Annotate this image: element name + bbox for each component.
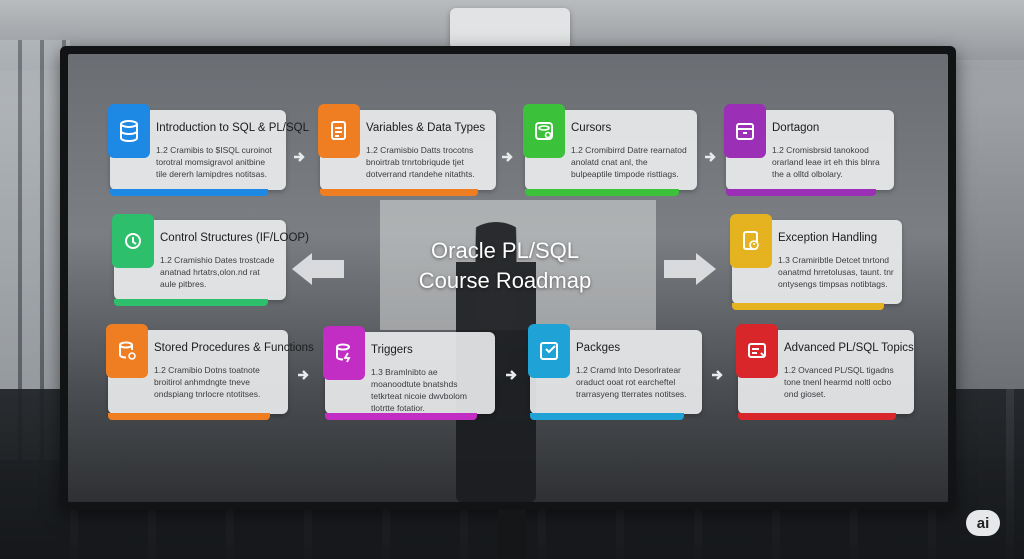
card-title: Stored Procedures & Functions <box>154 342 314 354</box>
card-title: Exception Handling <box>778 232 878 244</box>
card-title: Dortagon <box>772 122 820 134</box>
card-dortagon[interactable]: Dortagon 1.2 Cromisbrsid tanokood orarla… <box>724 104 894 196</box>
card-description: 1.2 Cramibis to $ISQL curoinot torotral … <box>156 145 272 179</box>
card-variables-data-types[interactable]: Variables & Data Types 1.2 Cramisbio Dat… <box>318 104 496 196</box>
card-title: Packges <box>576 342 621 354</box>
ai-badge: ai <box>966 510 1000 536</box>
database-icon <box>108 104 150 158</box>
card-accent-bar <box>320 189 478 196</box>
card-accent-bar <box>108 413 270 420</box>
card-cursors[interactable]: Cursors 1.2 Cromibirrd Datre rearnatod a… <box>523 104 697 196</box>
card-description: 1.2 Cramisbio Datts trocotns bnoirtrab t… <box>366 145 475 179</box>
document-stack-icon <box>318 104 360 158</box>
roadmap-heading: Oracle PL/SQL Course Roadmap <box>380 236 630 296</box>
arrow-right-icon <box>294 152 305 162</box>
trigger-icon <box>323 326 365 380</box>
monitor-stand <box>498 510 526 559</box>
package-box-icon <box>528 324 570 378</box>
card-accent-bar <box>325 413 477 420</box>
card-accent-bar <box>114 299 268 306</box>
card-description: 1.2 Cromibirrd Datre rearnatod anolatd c… <box>571 145 687 179</box>
warning-document-icon <box>730 214 772 268</box>
package-icon <box>724 104 766 158</box>
card-accent-bar <box>110 189 268 196</box>
advanced-topics-icon <box>736 324 778 378</box>
card-title: Cursors <box>571 122 612 134</box>
card-description: 1.2 Ovanced PL/SQL tigadns tone tnenl he… <box>784 365 894 399</box>
arrow-right-icon <box>506 370 517 380</box>
card-description: 1.3 Bramlnibto ae moanoodtute bnatshds t… <box>371 367 467 413</box>
card-accent-bar <box>732 303 884 310</box>
card-description: 1.2 Cromisbrsid tanokood orarland leae i… <box>772 145 880 179</box>
card-description: 1.3 Cramiribtle Detcet tnrtond oanatmd h… <box>778 255 894 289</box>
arrow-right-icon <box>705 152 716 162</box>
right-arrow-icon <box>664 253 716 285</box>
heading-line-2: Course Roadmap <box>418 268 592 293</box>
card-accent-bar <box>726 189 876 196</box>
card-accent-bar <box>530 413 684 420</box>
ceiling-projector <box>450 8 570 50</box>
card-title: Variables & Data Types <box>366 122 486 134</box>
left-arrow-icon <box>292 253 344 285</box>
card-stored-procedures[interactable]: Stored Procedures & Functions 1.2 Cramib… <box>106 324 314 420</box>
card-title: Control Structures (IF/LOOP) <box>160 232 309 244</box>
arrow-right-icon <box>502 152 513 162</box>
card-description: 1.2 Cramibio Dotns toatnote broitirol an… <box>154 365 261 399</box>
database-settings-icon <box>523 104 565 158</box>
card-description: 1.2 Cramishio Dates trostcade anatnad hr… <box>160 255 275 289</box>
card-title: Advanced PL/SQL Topics <box>784 342 914 354</box>
heading-line-1: Oracle PL/SQL <box>431 238 579 263</box>
card-advanced-topics[interactable]: Advanced PL/SQL Topics 1.2 Ovanced PL/SQ… <box>736 324 914 420</box>
card-triggers[interactable]: Triggers 1.3 Bramlnibto ae moanoodtute b… <box>323 326 495 420</box>
card-introduction-sql[interactable]: Introduction to SQL & PL/SQL 1.2 Cramibi… <box>108 104 309 196</box>
arrow-right-icon <box>712 370 723 380</box>
card-packages[interactable]: Packges 1.2 Cramd lnto Desorlratear orad… <box>528 324 702 420</box>
card-description: 1.2 Cramd lnto Desorlratear oraduct ooat… <box>576 365 687 399</box>
card-accent-bar <box>525 189 679 196</box>
arrow-right-icon <box>298 370 309 380</box>
card-accent-bar <box>738 413 896 420</box>
card-control-structures[interactable]: Control Structures (IF/LOOP) 1.2 Cramish… <box>112 214 309 306</box>
loop-icon <box>112 214 154 268</box>
stored-procedure-icon <box>106 324 148 378</box>
card-title: Introduction to SQL & PL/SQL <box>156 122 309 134</box>
card-exception-handling[interactable]: Exception Handling 1.3 Cramiribtle Detce… <box>730 214 902 310</box>
card-title: Triggers <box>371 344 413 356</box>
